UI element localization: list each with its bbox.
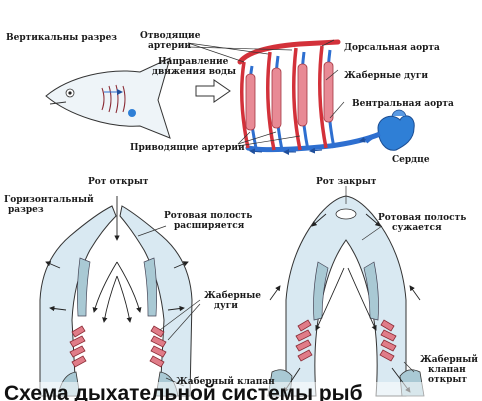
gill-arch-4 (320, 46, 334, 148)
diagram-caption: Схема дыхательной системы рыб (4, 382, 363, 401)
heart-shape (366, 110, 414, 150)
gill-arches-label-top: Жаберные дуги (344, 70, 428, 81)
gill-arch-1 (242, 62, 256, 148)
cavity-shrinks-label: Ротовая полость (378, 213, 466, 223)
gill-arches-label-bottom: Жаберные (204, 290, 261, 301)
mouth-open-label: Рот открыт (88, 177, 149, 187)
afferent-arteries-label: Приводящие артерии (130, 143, 245, 153)
cavity-expands-label: Ротовая полость (164, 211, 252, 221)
efferent-arteries-label: Отводящие (140, 31, 201, 41)
cavity-expands-label-2: расширяется (174, 221, 245, 231)
horizontal-section-label-2: разрез (8, 205, 44, 215)
dorsal-aorta-label: Дорсальная аорта (344, 43, 440, 53)
horizontal-section-label: Горизонтальный (4, 194, 94, 205)
valve-open-label-2: клапан (428, 365, 466, 375)
water-flow-label: Направление (158, 57, 229, 67)
water-flow-label-2: движения воды (152, 67, 236, 77)
heart-label: Сердце (392, 155, 430, 165)
valve-open-label: Жаберный (420, 354, 478, 365)
gill-arch-vessels (242, 46, 334, 150)
efferent-arteries-label-2: артерии (148, 41, 191, 51)
left-horizontal-section (40, 206, 192, 396)
gill-arch-2 (268, 52, 282, 150)
gill-arches-label-bottom-2: дуги (214, 301, 238, 311)
ventral-aorta (248, 134, 380, 150)
top-section-label: Вертикальны разрез (6, 33, 117, 43)
ventral-aorta-label: Вентральная аорта (352, 99, 454, 109)
gill-arch-3 (294, 48, 308, 150)
mouth-closed-label: Рот закрыт (316, 177, 377, 187)
cavity-shrinks-label-2: сужается (392, 223, 442, 233)
water-flow-arrow (196, 80, 230, 102)
